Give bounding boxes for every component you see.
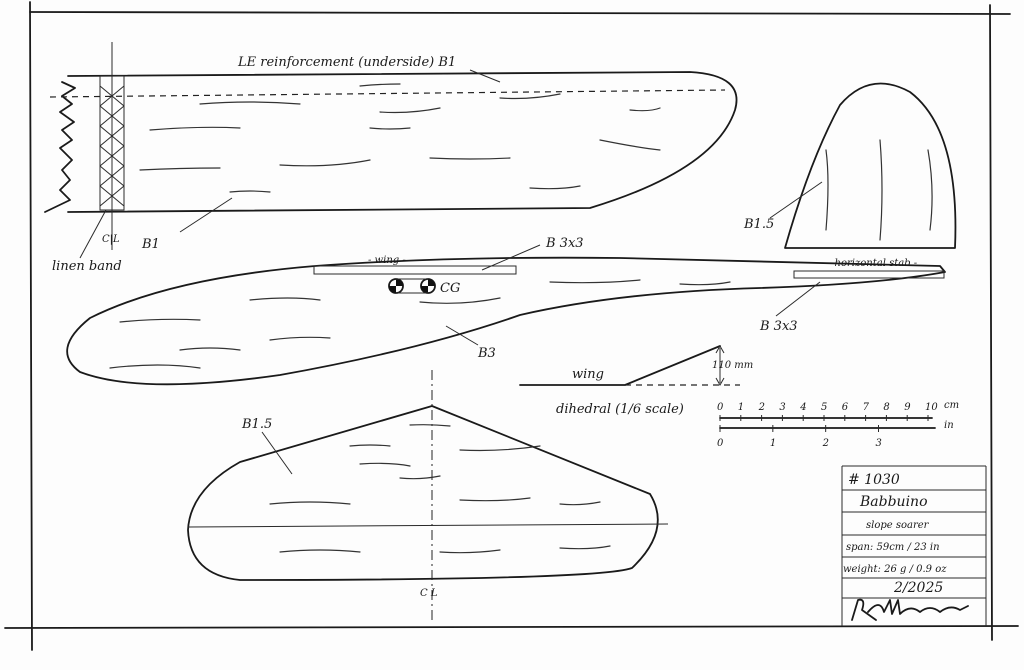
stabilizer-outline [187,370,669,620]
cg-label: CG [440,281,460,296]
scale-in-label: 1 [770,438,776,449]
scale-cm-label: 10 [925,402,938,413]
stab-material-label: B1.5 [241,417,272,432]
model-span: span: 59cm / 23 in [846,542,940,553]
scale-cm-unit: cm [944,400,959,411]
wing-spar-label: B 3x3 [545,236,584,251]
model-weight: weight: 26 g / 0.9 oz [843,564,947,575]
plan-number: # 1030 [848,472,900,488]
fin-material-label: B1.5 [743,217,774,232]
scale-in-label: 0 [717,438,724,449]
linen-band-label: linen band [52,259,122,274]
title-block [841,465,987,626]
dihedral-diagram [519,344,740,387]
scale-cm-label: 6 [842,402,849,413]
scale-in-label: 3 [875,438,881,449]
fin-outline [784,82,957,249]
dihedral-wing-label: wing [572,367,604,382]
scale-cm-label: 9 [904,402,911,413]
scale-cm-label: 0 [717,402,724,413]
model-name: Babbuino [859,494,928,510]
fuselage-outline [66,256,946,386]
scale-in-label: 2 [822,438,829,449]
wing-material-label: B1 [141,237,160,252]
fuselage-material-label: B3 [477,346,496,361]
signature [851,598,969,621]
dihedral-height-label: 110 mm [712,360,753,371]
scale-cm-label: 8 [883,402,889,413]
drawing-border [4,1,1019,651]
plan-date: 2/2025 [893,580,943,596]
stab-position-label: - horizontal stab - [828,258,918,269]
wing-half-outline [44,42,738,250]
le-reinforcement-label: LE reinforcement (underside) B1 [237,55,456,70]
stab-spar-label: B 3x3 [759,319,798,334]
wing-centerline-label: C|L [102,234,120,245]
scale-cm-label: 3 [779,402,785,413]
scale-cm-label: 1 [738,402,744,413]
scale-bar [719,415,936,432]
scale-cm-label: 4 [799,402,806,413]
scale-cm-label: 7 [863,402,870,413]
scale-cm-label: 5 [821,402,827,413]
model-type: slope soarer [866,520,930,531]
scale-in-unit: in [944,420,954,431]
wing-position-label: - wing - [368,255,406,266]
stab-centerline-label: C L [420,588,438,599]
wing-seat [313,265,517,275]
stab-seat [793,270,945,279]
dihedral-caption: dihedral (1/6 scale) [556,402,684,417]
scale-cm-label: 2 [758,402,765,413]
